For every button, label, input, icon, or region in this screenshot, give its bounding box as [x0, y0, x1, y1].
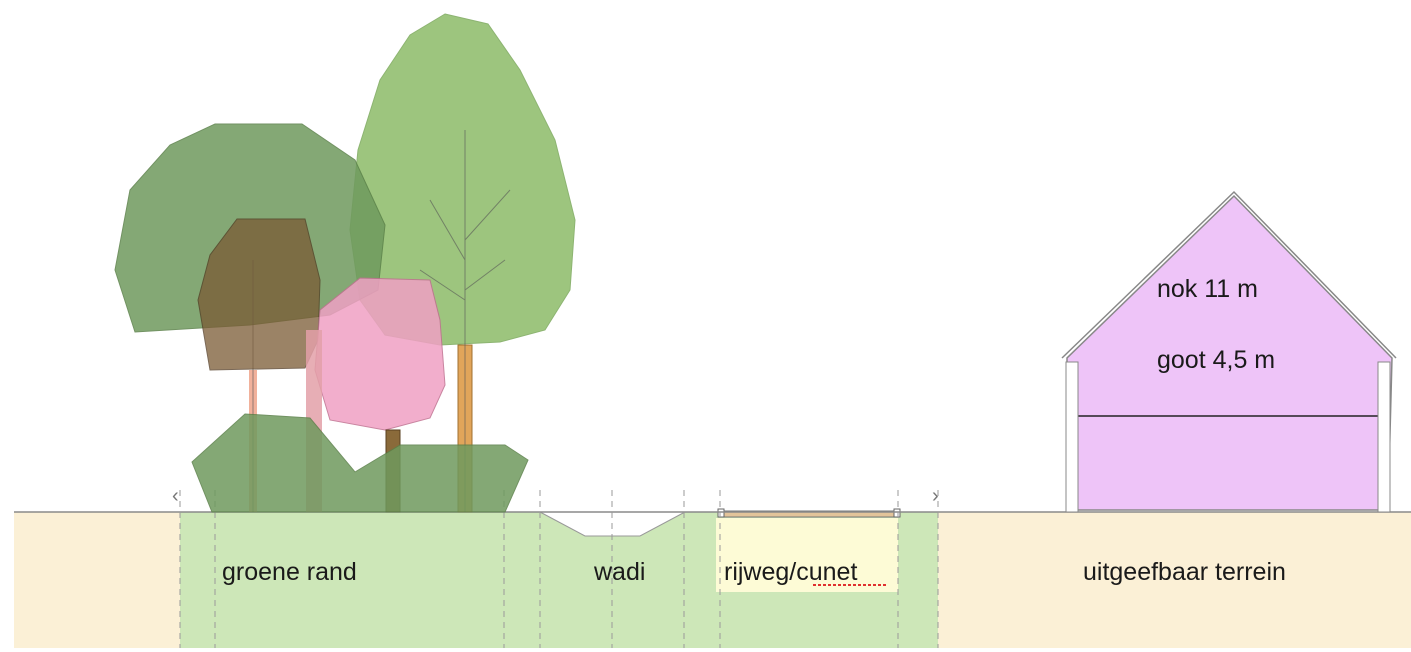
ridge-height-label: nok 11 m	[1157, 275, 1258, 303]
zone-label-rijweg-cunet: rijweg/cunet	[724, 558, 857, 586]
building-wall-right	[1377, 361, 1391, 513]
guide-lines	[179, 490, 939, 648]
road-kerb-left	[717, 508, 725, 518]
zone-label-wadi: wadi	[593, 558, 645, 586]
road-kerb-right	[893, 508, 901, 518]
trees-group	[114, 13, 576, 513]
building-wall-left	[1065, 361, 1079, 513]
brown-tree-crown	[197, 218, 321, 371]
zone-label-uitgeefbaar-terrein: uitgeefbaar terrein	[1083, 558, 1286, 586]
marker-right-chevron: ›	[932, 485, 939, 507]
pink-tree-crown	[314, 277, 446, 431]
marker-left-chevron: ‹	[172, 485, 179, 507]
eaves-height-label: goot 4,5 m	[1157, 346, 1275, 374]
ground-right-beige	[938, 512, 1411, 648]
shrub-mass	[191, 413, 529, 513]
ground-left-beige	[14, 512, 180, 648]
building-roof-outline	[1061, 190, 1397, 359]
building: nok 11 m goot 4,5 m	[1061, 190, 1397, 513]
road-cunet-bed	[716, 518, 898, 592]
zone-label-groene-rand: groene rand	[222, 558, 357, 586]
tall-tree-crown	[349, 13, 576, 346]
